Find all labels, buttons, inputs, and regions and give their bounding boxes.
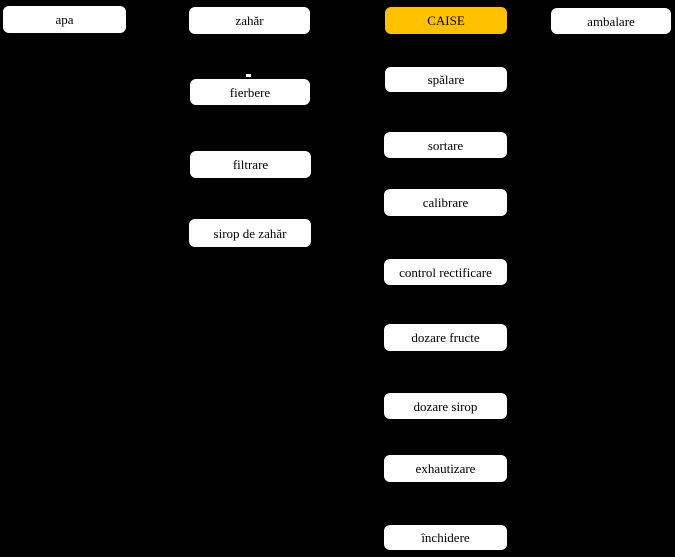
node-dozare-fructe: dozare fructe — [384, 324, 507, 351]
node-sortare-label: sortare — [427, 137, 464, 153]
node-inchidere-label: închidere — [421, 530, 470, 545]
node-fierbere-label: fierbere — [229, 84, 271, 100]
node-control-rectificare-label: control rectificare — [399, 264, 492, 280]
node-filtrare: filtrare — [190, 151, 311, 178]
node-spalare-label: spălare — [427, 72, 465, 87]
node-dozare-fructe-label: dozare fructe — [411, 330, 480, 345]
node-exhautizare: exhautizare — [384, 455, 507, 482]
node-ambalare: ambalare — [551, 8, 671, 34]
node-apa: apa — [3, 6, 126, 33]
node-exhautizare-label: exhautizare — [415, 461, 476, 476]
node-filtrare-label: filtrare — [232, 157, 269, 172]
node-dozare-sirop-label: dozare sirop — [413, 398, 478, 414]
node-calibrare: calibrare — [384, 189, 507, 216]
node-sortare: sortare — [384, 132, 507, 158]
node-calibrare-label: calibrare — [422, 195, 469, 210]
node-sirop-de-zahar-label: sirop de zahăr — [213, 225, 287, 241]
node-apa-label: apa — [55, 12, 74, 27]
node-control-rectificare: control rectificare — [384, 259, 507, 285]
artifact-dot — [246, 74, 251, 77]
node-fierbere: fierbere — [190, 79, 310, 105]
node-inchidere: închidere — [384, 525, 507, 550]
node-zahar-label: zahăr — [235, 13, 264, 28]
node-caise-label: CAISE — [427, 13, 465, 28]
node-ambalare-label: ambalare — [587, 13, 635, 29]
node-dozare-sirop: dozare sirop — [384, 393, 507, 419]
node-spalare: spălare — [385, 67, 507, 92]
node-sirop-de-zahar: sirop de zahăr — [189, 219, 311, 247]
node-caise: CAISE — [385, 7, 507, 34]
node-zahar: zahăr — [189, 7, 310, 34]
